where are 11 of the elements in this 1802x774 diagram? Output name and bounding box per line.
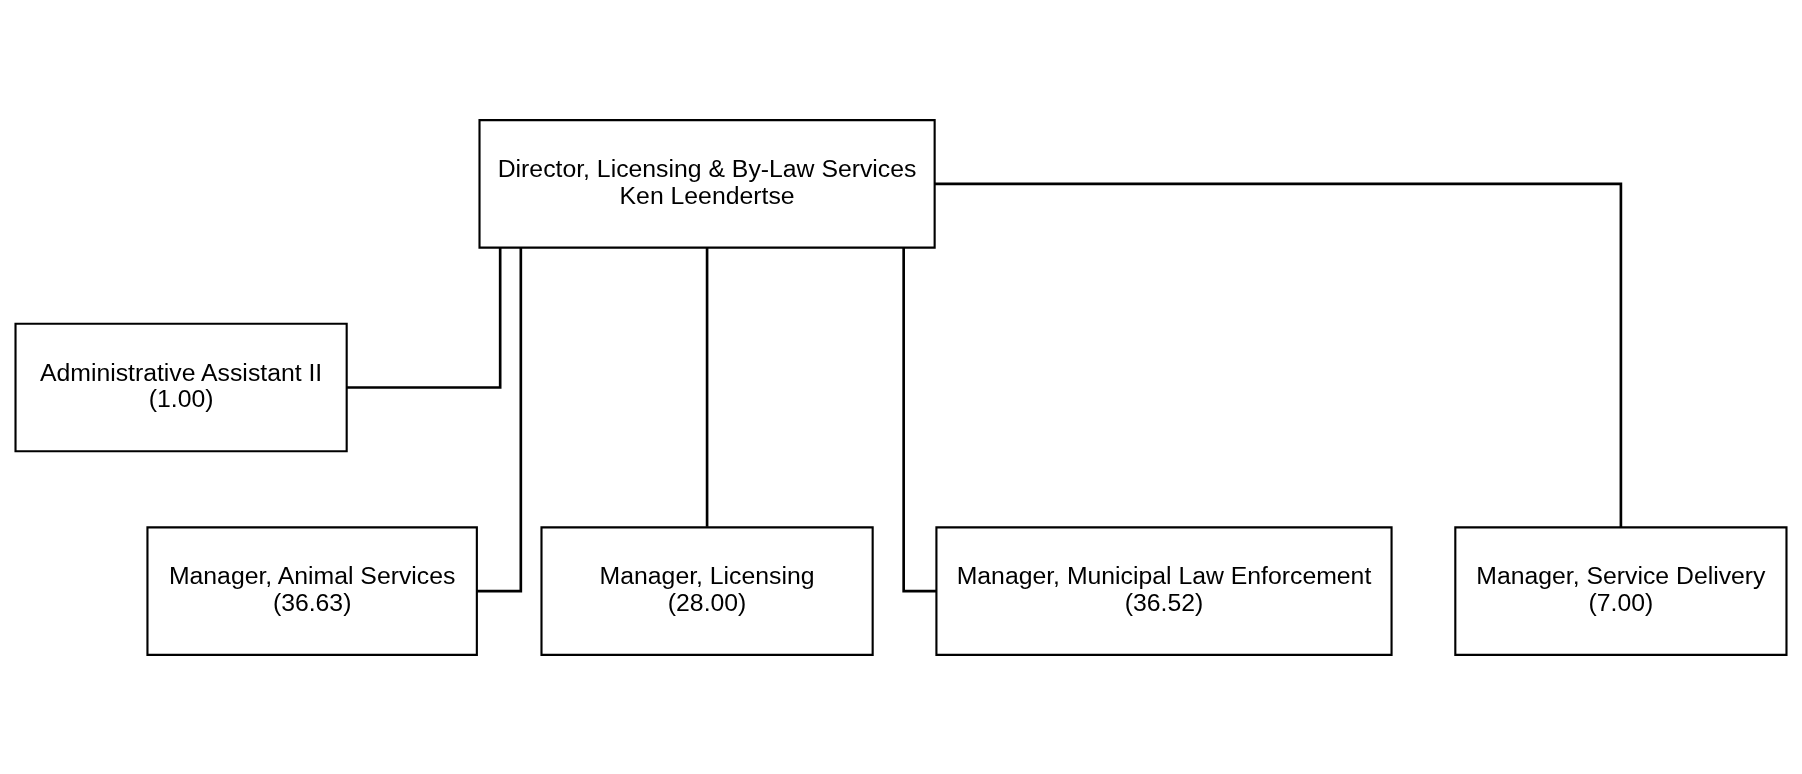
node-box: Manager, Animal Services (36.63) [146, 525, 478, 656]
connector [902, 247, 937, 592]
connector [934, 182, 1623, 527]
node-box: Director, Licensing & By-Law Services Ken Leendertse [478, 118, 936, 249]
connector [705, 247, 709, 527]
connector [346, 247, 502, 389]
connector [477, 247, 523, 592]
node-box: Administrative Assistant II (1.00) [14, 322, 348, 452]
node-box: Manager, Service Delivery (7.00) [1454, 525, 1788, 656]
node-box: Manager, Licensing (28.00) [540, 525, 874, 656]
node-box: Manager, Municipal Law Enforcement (36.52) [935, 525, 1393, 656]
